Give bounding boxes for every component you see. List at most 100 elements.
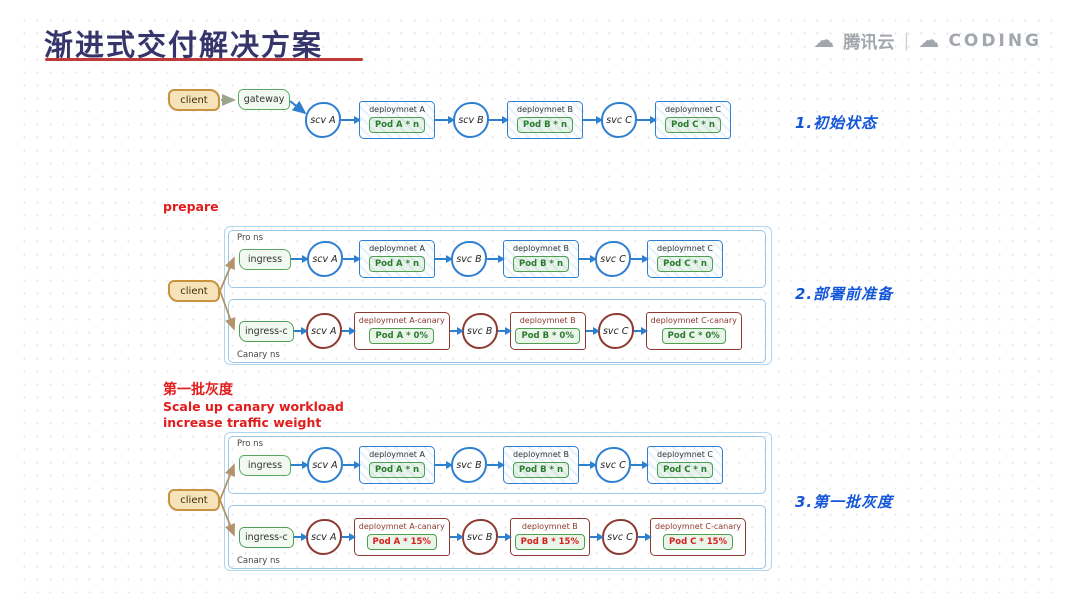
tencent-cloud-wordmark: 腾讯云	[843, 33, 895, 53]
pod-box: Pod B * n	[512, 462, 569, 478]
service-node: scv A	[305, 102, 341, 138]
service-node: svc B	[451, 241, 487, 277]
flow-arrow-icon	[631, 460, 649, 469]
flow-arrow-icon	[589, 532, 604, 541]
note-line-2: Scale up canary workload	[163, 399, 344, 415]
brand-separator: |	[903, 30, 910, 51]
pod-box: Pod C * n	[657, 462, 713, 478]
flow-arrow-icon	[583, 115, 603, 124]
pod-box: Pod A * n	[368, 256, 426, 272]
flow-arrow-icon	[585, 326, 600, 335]
ingress-node: ingress	[239, 454, 291, 476]
deployment-name: deploymnet A	[369, 105, 425, 114]
flow-arrow-icon	[435, 460, 453, 469]
deployment-name: deploymnet A	[369, 244, 425, 253]
flow-arrow-icon	[487, 460, 505, 469]
service-node: svc C	[601, 102, 637, 138]
flow-arrow-icon	[497, 326, 512, 335]
tencent-cloud-icon: ☁	[813, 28, 835, 52]
deployment-name: deploymnet B	[521, 522, 578, 531]
deployment-node: deploymnet C Pod C * n	[655, 101, 731, 139]
deployment-node: deploymnet A Pod A * n	[359, 101, 435, 139]
canary-namespace-label-3: Canary ns	[237, 556, 280, 566]
deployment-name: deploymnet B	[513, 244, 569, 253]
pro-namespace-label: Pro ns	[237, 233, 264, 243]
deployment-node: deploymnet A Pod A * n	[359, 446, 435, 484]
deployment-node: deploymnet B Pod B * n	[503, 240, 579, 278]
pod-box: Pod C * n	[657, 256, 713, 272]
deployment-name: deploymnet C	[665, 105, 721, 114]
service-node: svc B	[461, 519, 498, 555]
deployment-node: deploymnet B Pod B * n	[507, 101, 583, 139]
service-node: scv A	[307, 241, 343, 277]
service-node: svc C	[595, 241, 631, 277]
deployment-name: deploymnet C-canary	[654, 522, 742, 531]
service-node: scv A	[305, 313, 342, 349]
service-chain-initial: scv A deploymnet A Pod A * n scv B deploymne…	[305, 101, 731, 139]
step-label-3: 3.第一批灰度	[795, 493, 894, 511]
note-line-1: 第一批灰度	[163, 382, 233, 398]
pod-box: Pod C * 0%	[661, 328, 726, 344]
flow-arrow-icon	[291, 460, 309, 469]
deployment-name: deploymnet A	[369, 450, 425, 459]
flow-arrow-icon	[489, 115, 509, 124]
service-node: scv A	[307, 447, 343, 483]
prepare-group-box: Pro ns ingress scv A deploymnet A Pod A * n…	[224, 226, 772, 365]
flow-arrow-icon	[579, 460, 597, 469]
flow-arrow-icon	[449, 326, 464, 335]
flow-arrow-icon	[341, 115, 361, 124]
client-node-2: client	[168, 280, 220, 302]
flow-arrow-icon	[497, 532, 512, 541]
service-node: scv B	[453, 102, 489, 138]
flow-arrow-icon	[633, 326, 648, 335]
flow-arrow-icon	[631, 254, 649, 263]
flow-arrow-icon	[637, 115, 657, 124]
flow-arrow-icon	[293, 532, 308, 541]
page-title: 渐进式交付解决方案	[44, 28, 324, 62]
coding-cloud-icon: ☁	[918, 28, 940, 52]
deployment-name: deploymnet B	[519, 316, 576, 325]
flow-arrow-icon	[435, 115, 455, 124]
service-node: svc C	[595, 447, 631, 483]
gateway-node: gateway	[238, 89, 290, 110]
service-node: svc C	[597, 313, 634, 349]
client-node-3: client	[168, 489, 220, 511]
deployment-name: deploymnet A-canary	[358, 522, 445, 531]
pod-box: Pod C * n	[665, 117, 721, 133]
coding-wordmark: CODING	[948, 30, 1042, 51]
pod-box: Pod A * n	[368, 117, 426, 133]
ingress-node: ingress	[239, 248, 291, 270]
note-prepare: prepare	[163, 199, 219, 214]
pod-box: Pod A * n	[368, 462, 426, 478]
ingress-node: ingress-c	[239, 320, 294, 342]
deployment-name: deploymnet B	[517, 105, 573, 114]
flow-arrow-icon	[293, 326, 308, 335]
deployment-name: deploymnet B	[513, 450, 569, 459]
note-first-batch: 第一批灰度 Scale up canary workload increase …	[163, 381, 344, 432]
flow-arrow-icon	[435, 254, 453, 263]
brand-logos: ☁ 腾讯云 | ☁ CODING	[813, 28, 1042, 54]
flow-arrow-icon	[341, 326, 356, 335]
note-line-3: increase traffic weight	[163, 415, 322, 431]
step-label-1: 1.初始状态	[795, 114, 878, 132]
pod-box: Pod A * 15%	[366, 534, 437, 550]
flow-arrow-icon	[579, 254, 597, 263]
deployment-name: deploymnet A-canary	[358, 316, 445, 325]
pod-box: Pod C * 15%	[663, 534, 734, 550]
ingress-node: ingress-c	[239, 526, 294, 548]
pod-box: Pod B * n	[516, 117, 573, 133]
pod-box: Pod B * n	[512, 256, 569, 272]
flow-arrow-icon	[291, 254, 309, 263]
